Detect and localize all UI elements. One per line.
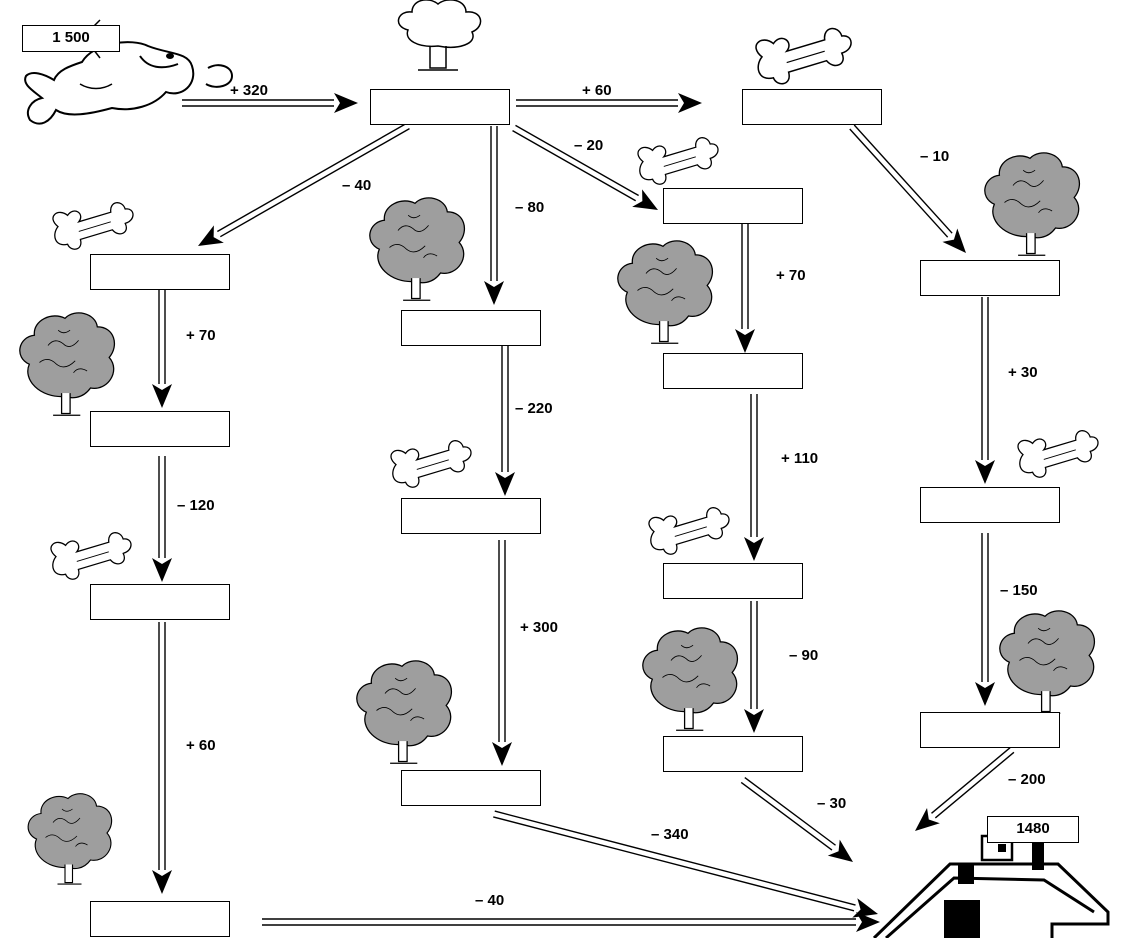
step-label: – 80 xyxy=(515,200,544,216)
arrow xyxy=(262,912,880,932)
arrow xyxy=(152,456,172,582)
answer-box-e3[interactable] xyxy=(920,712,1060,748)
tree-icon xyxy=(357,661,452,763)
tree-icon xyxy=(28,794,112,884)
step-label: + 110 xyxy=(781,451,818,467)
arrow xyxy=(975,533,995,706)
tree-icon xyxy=(1000,611,1095,713)
step-label: – 40 xyxy=(475,893,504,909)
answer-box-b1[interactable] xyxy=(90,254,230,290)
step-label: – 10 xyxy=(920,149,949,165)
step-label: – 220 xyxy=(515,401,553,417)
step-label: + 30 xyxy=(1008,365,1038,381)
answer-box-d3[interactable] xyxy=(663,563,803,599)
arrow xyxy=(975,297,995,484)
arrow xyxy=(182,93,358,113)
house-icon xyxy=(874,836,1108,938)
step-label: + 60 xyxy=(186,738,216,754)
arrow xyxy=(744,601,764,733)
step-label: – 340 xyxy=(651,827,689,843)
arrow xyxy=(735,224,755,353)
bone-icon xyxy=(1018,431,1098,478)
end-value-box: 1480 xyxy=(987,816,1079,843)
step-label: – 30 xyxy=(817,796,846,812)
bone-icon xyxy=(53,203,133,250)
answer-box-d4[interactable] xyxy=(663,736,803,772)
tree-icon xyxy=(643,628,738,730)
step-label: – 90 xyxy=(789,648,818,664)
tree-icon xyxy=(618,241,713,343)
answer-box-d1[interactable] xyxy=(663,188,803,224)
bone-icon xyxy=(638,138,718,185)
answer-box-b3[interactable] xyxy=(90,584,230,620)
arrow xyxy=(492,540,512,766)
answer-box-a1[interactable] xyxy=(370,89,510,125)
step-label: – 20 xyxy=(574,138,603,154)
bone-icon xyxy=(391,441,471,488)
step-label: – 120 xyxy=(177,498,215,514)
step-label: + 60 xyxy=(582,83,612,99)
arrow xyxy=(850,125,966,253)
arrow xyxy=(152,622,172,894)
arrow xyxy=(744,394,764,561)
tree-icon xyxy=(985,153,1080,255)
answer-box-e1[interactable] xyxy=(920,260,1060,296)
start-value-box: 1 500 xyxy=(22,25,120,52)
bone-icon xyxy=(649,508,729,555)
arrow xyxy=(152,290,172,408)
step-label: + 320 xyxy=(230,83,268,99)
bone-icon xyxy=(51,533,131,580)
answer-box-b2[interactable] xyxy=(90,411,230,447)
tree-icon xyxy=(370,198,465,300)
answer-box-c2[interactable] xyxy=(401,498,541,534)
answer-box-d2[interactable] xyxy=(663,353,803,389)
tree-outline-icon xyxy=(398,0,480,70)
answer-box-a2[interactable] xyxy=(742,89,882,125)
answer-box-e2[interactable] xyxy=(920,487,1060,523)
step-label: – 150 xyxy=(1000,583,1038,599)
answer-box-c3[interactable] xyxy=(401,770,541,806)
step-label: – 200 xyxy=(1008,772,1046,788)
step-label: + 70 xyxy=(186,328,216,344)
bone-icon xyxy=(756,29,851,84)
step-label: – 40 xyxy=(342,178,371,194)
arrow xyxy=(741,778,853,862)
arrow xyxy=(495,346,515,496)
answer-box-b4[interactable] xyxy=(90,901,230,937)
tree-icon xyxy=(20,313,115,415)
arrow xyxy=(484,126,504,305)
answer-box-c1[interactable] xyxy=(401,310,541,346)
step-label: + 300 xyxy=(520,620,558,636)
step-label: + 70 xyxy=(776,268,806,284)
